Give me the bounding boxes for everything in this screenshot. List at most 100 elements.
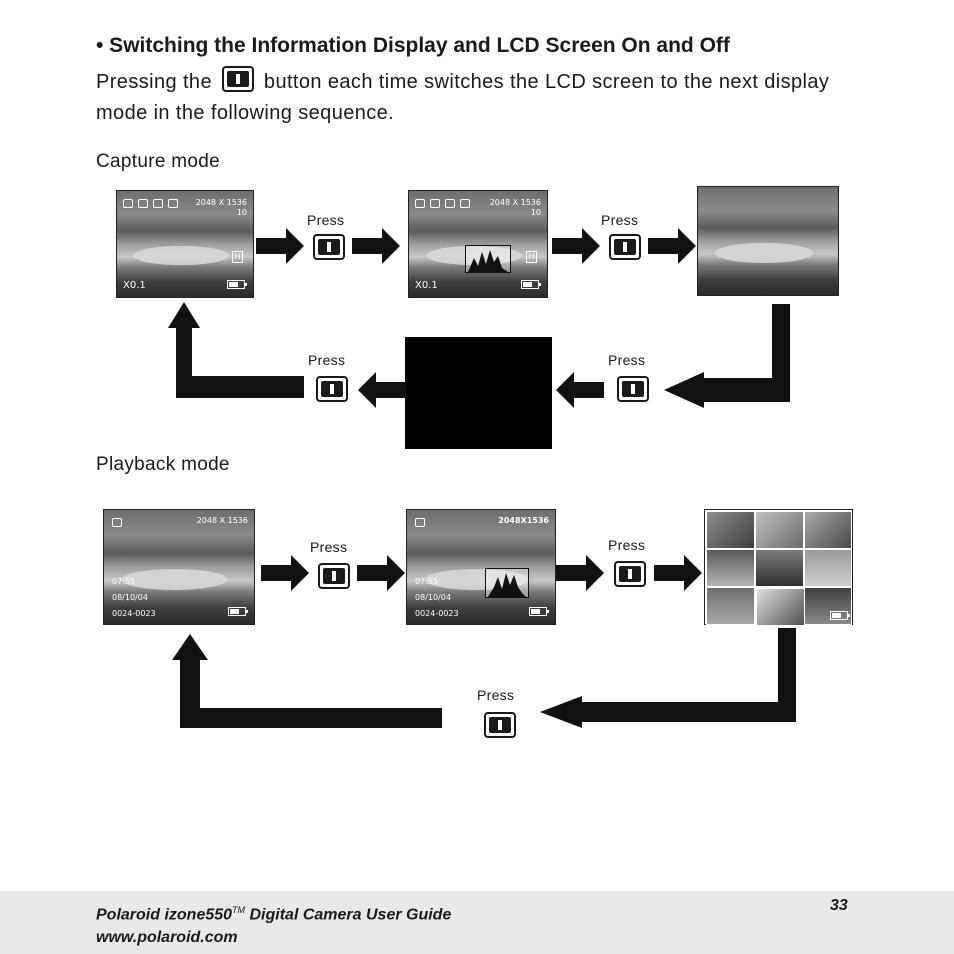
press-label: Press	[601, 212, 639, 228]
osd-resolution: 2048 X 1536 10	[490, 198, 541, 218]
arrow-right-icon	[654, 555, 702, 591]
arrow-right-icon	[357, 555, 405, 591]
arrow-right-icon	[556, 555, 604, 591]
shot-count: 10	[236, 208, 247, 217]
footer-title: Polaroid izone550TM Digital Camera User …	[96, 899, 451, 926]
playback-info: 07:55 08/10/04 0024-0023	[112, 574, 156, 622]
file-number: 0024-0023	[415, 609, 459, 618]
trademark: TM	[232, 905, 246, 915]
battery-icon	[228, 607, 248, 616]
playback-screen-full-info: 2048 X 1536 07:55 08/10/04 0024-0023	[103, 509, 255, 625]
timer-icon	[460, 199, 470, 208]
press-label: Press	[608, 352, 646, 368]
arrow-right-icon	[352, 228, 400, 264]
press-label: Press	[310, 539, 348, 555]
zoom-readout: X0.1	[123, 280, 146, 291]
thumbnail	[706, 549, 755, 587]
thumbnail	[706, 587, 755, 625]
battery-icon	[521, 280, 541, 289]
capture-screen-no-info	[697, 186, 839, 296]
resolution-text: 2048 X 1536	[196, 516, 248, 525]
resolution-text: 2048 X 1536	[195, 198, 247, 207]
footer-text: Polaroid izone550TM Digital Camera User …	[96, 899, 451, 949]
playback-mode-heading: Playback mode	[96, 454, 230, 475]
display-button-icon	[221, 66, 254, 92]
zoom-readout: X0.1	[415, 280, 438, 291]
arrow-return-icon	[540, 628, 796, 728]
page-title: • Switching the Information Display and …	[96, 34, 730, 57]
osd-icons-row	[112, 518, 127, 529]
thumbnail	[804, 549, 852, 587]
camera-icon	[112, 518, 122, 527]
time-text: 07:55	[415, 577, 439, 586]
timer-icon	[168, 199, 178, 208]
capture-screen-histogram: 2048 X 1536 10 H X0.1	[408, 190, 548, 298]
capture-screen-lcd-off	[405, 337, 552, 449]
battery-icon	[227, 280, 247, 289]
display-button-icon	[318, 563, 350, 589]
press-label: Press	[308, 352, 346, 368]
arrow-return-icon	[172, 634, 442, 728]
display-button-icon	[316, 376, 348, 402]
osd-resolution: 2048 X 1536 10	[196, 198, 247, 218]
camera-icon	[123, 199, 133, 208]
date-text: 08/10/04	[112, 593, 148, 602]
display-button-icon	[313, 234, 345, 260]
resolution-text: 2048X1536	[498, 516, 549, 525]
shot-count: 10	[530, 208, 541, 217]
playback-screen-histogram: 2048X1536 07:55 08/10/04 0024-0023	[406, 509, 556, 625]
thumbnail	[755, 549, 804, 587]
arrow-left-icon	[358, 372, 406, 408]
quality-badge: H	[526, 251, 537, 263]
product-name: Polaroid izone550	[96, 906, 233, 924]
intro-text-after: button each time switches the LCD screen…	[96, 71, 830, 124]
intro-text-before: Pressing the	[96, 71, 212, 93]
thumbnail	[804, 587, 852, 625]
arrow-right-icon	[261, 555, 309, 591]
arrow-right-icon	[648, 228, 696, 264]
flash-icon	[153, 199, 163, 208]
macro-icon	[430, 199, 440, 208]
display-button-icon	[484, 712, 516, 738]
capture-screen-full-info: 2048 X 1536 10 H X0.1	[116, 190, 254, 298]
footer-url: www.polaroid.com	[96, 929, 238, 947]
page-number: 33	[830, 897, 848, 914]
playback-screen-thumbnails	[704, 509, 853, 627]
histogram-icon	[485, 568, 529, 598]
osd-icons-row	[123, 199, 183, 210]
arrow-left-icon	[556, 372, 604, 408]
footer-band	[0, 891, 954, 954]
thumbnail	[804, 511, 852, 549]
press-label: Press	[307, 212, 345, 228]
camera-icon	[415, 518, 425, 527]
display-button-icon	[614, 561, 646, 587]
display-button-icon	[617, 376, 649, 402]
osd-icons-row	[415, 518, 430, 529]
battery-icon	[529, 607, 549, 616]
date-text: 08/10/04	[415, 593, 451, 602]
arrow-return-icon	[664, 304, 790, 408]
thumbnail	[706, 511, 755, 549]
quality-badge: H	[232, 251, 243, 263]
histogram-icon	[465, 245, 511, 273]
arrow-return-icon	[168, 302, 304, 398]
camera-icon	[415, 199, 425, 208]
playback-info: 07:55 08/10/04 0024-0023	[415, 574, 459, 622]
arrow-right-icon	[552, 228, 600, 264]
osd-icons-row	[415, 199, 475, 210]
arrow-right-icon	[256, 228, 304, 264]
press-label: Press	[608, 537, 646, 553]
flash-icon	[445, 199, 455, 208]
display-button-icon	[609, 234, 641, 260]
file-number: 0024-0023	[112, 609, 156, 618]
intro-paragraph: Pressing the button each time switches t…	[96, 66, 876, 129]
press-label: Press	[477, 687, 515, 703]
macro-icon	[138, 199, 148, 208]
resolution-text: 2048 X 1536	[489, 198, 541, 207]
thumbnail	[755, 511, 804, 549]
thumbnail-selected	[755, 587, 806, 627]
guide-title: Digital Camera User Guide	[249, 906, 452, 924]
battery-icon	[830, 611, 850, 620]
capture-mode-heading: Capture mode	[96, 151, 221, 172]
time-text: 07:55	[112, 577, 136, 586]
